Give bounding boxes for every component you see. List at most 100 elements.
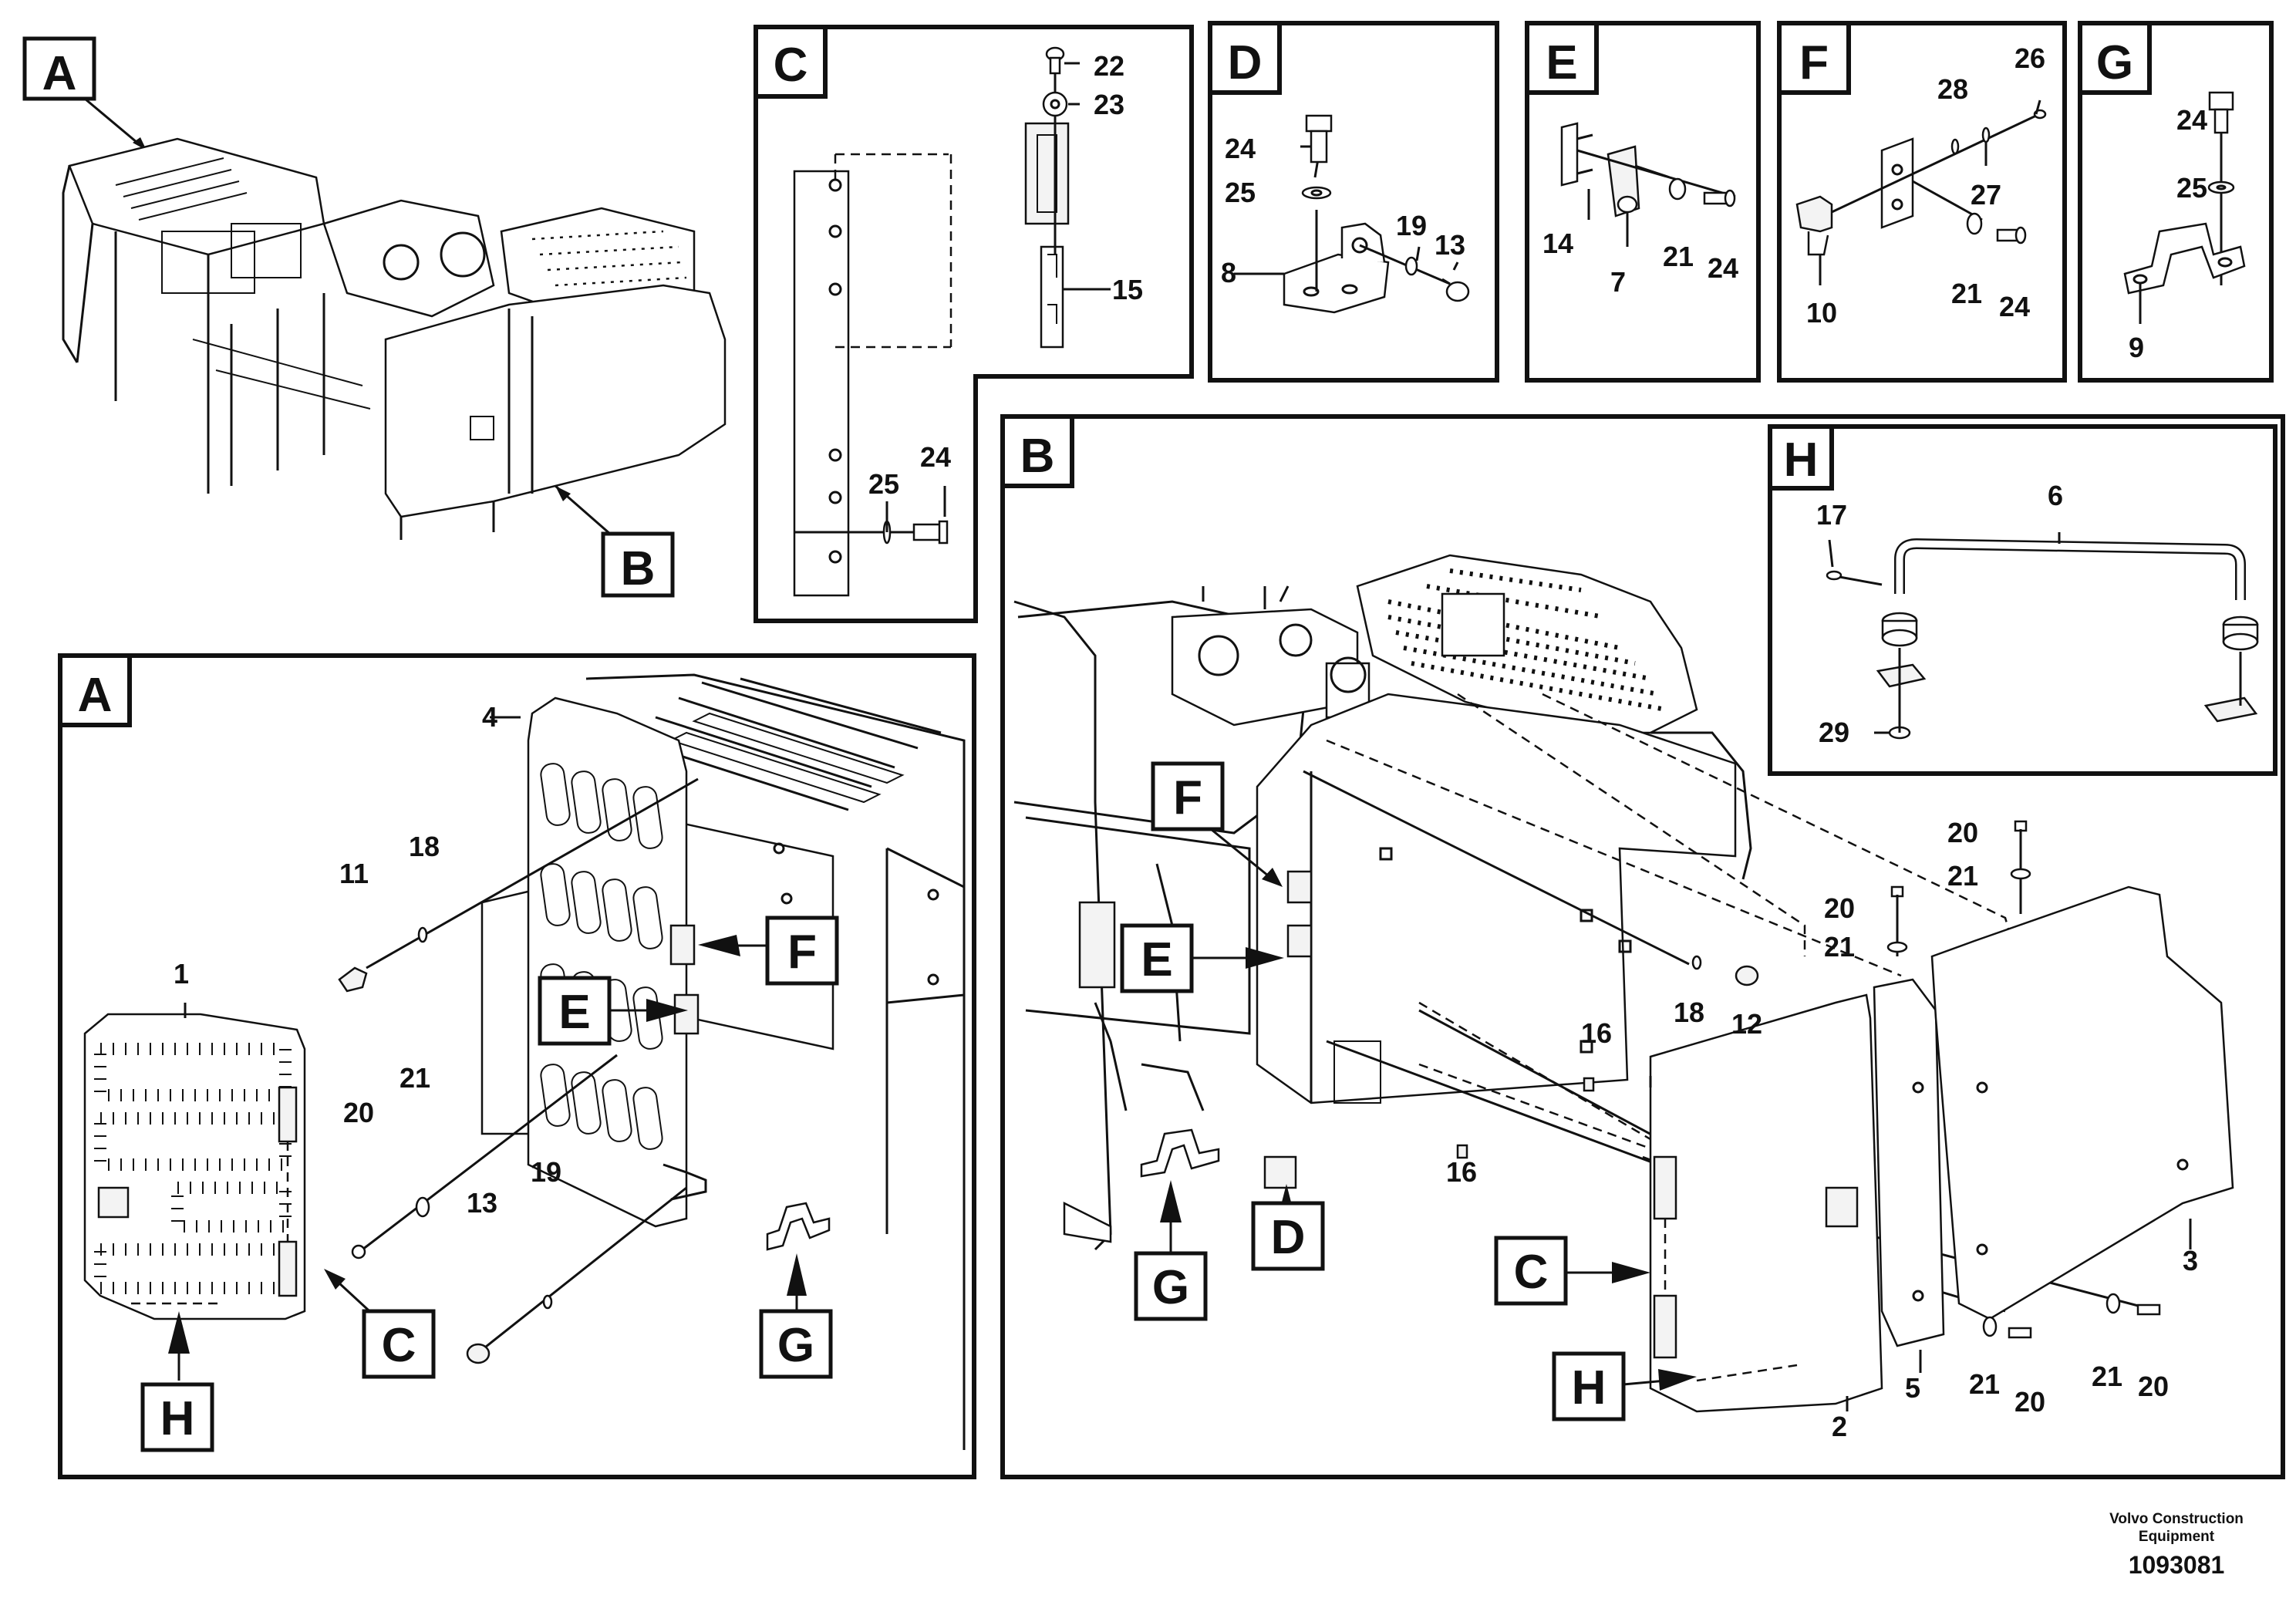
grommets-h: [1881, 612, 2259, 651]
svg-text:1: 1: [174, 958, 189, 990]
svg-text:9: 9: [2129, 332, 2144, 363]
catch-10: [1795, 195, 1833, 256]
callout-h-b: H: [1552, 1351, 1697, 1421]
svg-text:A: A: [42, 47, 77, 100]
svg-text:23: 23: [1094, 89, 1124, 120]
callout-g-b: G: [1134, 1180, 1208, 1321]
svg-text:10: 10: [1806, 297, 1837, 329]
svg-text:21: 21: [1663, 241, 1694, 272]
panel-c: C: [754, 25, 1194, 623]
panel-b: B: [1000, 414, 2285, 1479]
panel-g: G 24 25 9: [2078, 21, 2274, 383]
washer-23: [1042, 91, 1080, 117]
svg-text:25: 25: [2176, 172, 2207, 204]
overview-grille: [115, 157, 302, 294]
overview-machine: A: [22, 36, 727, 598]
svg-text:E: E: [558, 986, 590, 1039]
machine-body-b: [1013, 554, 1752, 1251]
callout-d-b: D: [1251, 1201, 1325, 1271]
clamp-b: [1140, 1128, 1220, 1178]
svg-text:24: 24: [920, 441, 951, 473]
latch-7: [1607, 145, 1640, 218]
panel-b-title: B: [1020, 430, 1055, 483]
panel-h: H: [1768, 424, 2277, 776]
bolt-24-e: [1703, 189, 1736, 207]
svg-text:C: C: [1514, 1246, 1549, 1299]
svg-text:16: 16: [1581, 1017, 1612, 1049]
svg-text:19: 19: [531, 1156, 561, 1188]
bolt-24-g: [2208, 91, 2234, 134]
hinge-15: [1024, 122, 1111, 349]
svg-text:24: 24: [2176, 104, 2207, 136]
knob-11: [338, 926, 428, 993]
svg-text:20: 20: [1824, 892, 1855, 924]
panel-a-title: A: [78, 669, 113, 722]
grille-panel-1: [83, 1013, 306, 1320]
knob-13-a: [466, 1294, 553, 1364]
callout-f-a: F: [698, 916, 839, 986]
screw-22: [1045, 46, 1080, 75]
clip-16: [1456, 1077, 1595, 1159]
svg-text:26: 26: [2014, 42, 2045, 74]
panel-e-title: E: [1546, 36, 1577, 89]
svg-text:22: 22: [1094, 50, 1124, 82]
svg-text:24: 24: [1708, 252, 1738, 284]
panel-h-title: H: [1784, 433, 1819, 487]
overview-label-b: B: [555, 484, 675, 598]
svg-text:21: 21: [2092, 1361, 2122, 1392]
clamp-a: [766, 1202, 831, 1251]
svg-text:C: C: [382, 1319, 416, 1372]
svg-text:G: G: [1152, 1261, 1189, 1314]
callout-h-a: H: [140, 1311, 214, 1452]
bolts-bottom-b: [1982, 1293, 2161, 1339]
knob-13-d: [1441, 261, 1470, 302]
panel-a: A: [58, 653, 976, 1479]
hinge-strip-bolts: [828, 178, 842, 564]
footer: Volvo Construction Equipment 1093081: [2109, 1511, 2244, 1579]
svg-text:21: 21: [1969, 1368, 2000, 1400]
screw-26: [2033, 99, 2047, 120]
svg-text:18: 18: [1674, 996, 1704, 1028]
svg-text:D: D: [1271, 1211, 1306, 1264]
screw-17: [1826, 570, 1883, 586]
plates-h: [1876, 663, 2258, 723]
panel-f: F 26 28 27 10 21 24: [1777, 21, 2067, 383]
side-housing-b: [1256, 693, 1752, 1104]
panel-e: E 14 7 21 24: [1525, 21, 1761, 383]
svg-text:24: 24: [1225, 133, 1256, 164]
bracket-14: [1560, 122, 1593, 187]
callout-c-b: C: [1494, 1236, 1650, 1306]
svg-text:B: B: [621, 542, 656, 595]
svg-text:F: F: [1173, 771, 1202, 824]
washer-25-g: [2207, 180, 2235, 194]
panel-c-title: C: [774, 39, 808, 92]
svg-text:15: 15: [1112, 274, 1143, 305]
bolt-20-21-mid: [1886, 885, 1908, 956]
svg-text:20: 20: [1947, 817, 1978, 848]
svg-text:20: 20: [343, 1097, 374, 1128]
svg-text:21: 21: [1951, 278, 1982, 309]
bolt-24-d: [1300, 114, 1333, 164]
svg-text:8: 8: [1221, 257, 1236, 288]
bolt-24-f: [1996, 226, 2027, 244]
svg-text:H: H: [160, 1392, 195, 1445]
svg-text:4: 4: [482, 701, 497, 733]
latch-hardware-a: [669, 924, 700, 1035]
svg-text:28: 28: [1937, 73, 1968, 105]
svg-text:25: 25: [1225, 177, 1256, 208]
bracket-8: [1283, 222, 1390, 314]
svg-text:20: 20: [2138, 1371, 2169, 1402]
door-panel-5: [1873, 978, 1945, 1347]
bracket-f: [1880, 137, 1914, 229]
washers-28-27: [1950, 126, 1991, 166]
door-panel-2: [1649, 993, 1883, 1413]
handle-6: [1894, 538, 2246, 600]
bolt-20-21-top: [2010, 820, 2031, 914]
callout-e-a: E: [538, 976, 688, 1046]
footer-brand-line2: Equipment: [2139, 1529, 2215, 1545]
washer-21-e: [1668, 177, 1687, 201]
svg-text:12: 12: [1731, 1008, 1762, 1040]
svg-text:21: 21: [1824, 931, 1855, 963]
callout-f-b: F: [1151, 761, 1283, 887]
footer-brand-line1: Volvo Construction: [2109, 1511, 2244, 1527]
